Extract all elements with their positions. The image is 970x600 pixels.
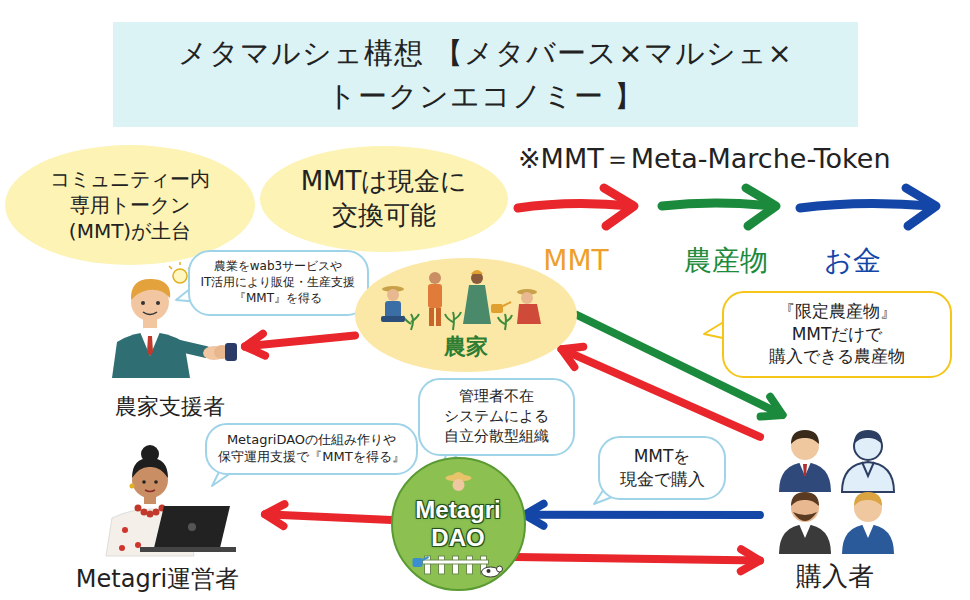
ellipse-shape [260, 146, 508, 252]
legend-item: お金 [772, 243, 932, 279]
note-label: ※MMT＝Meta-Marche-Token [518, 141, 891, 176]
bubble-text: 農業をwab3サービスや IT活用により販促・生産支援 『MMT』を得る [200, 259, 357, 307]
bubble-text: MetagriDAOの仕組み作りや 保守運用支援で『MMTを得る』 [217, 432, 406, 466]
note-ellipse: MMTは現金に 交換可能 [260, 146, 508, 252]
dao-circle: Metagri DAO [392, 458, 525, 590]
speech-bubble: 管理者不在 システムによる 自立分散型組織 [418, 378, 575, 456]
flow-arrow [515, 549, 760, 571]
legend-label: お金 [824, 243, 881, 279]
shape-text: MMTは現金に 交換可能 [300, 165, 469, 233]
speech-bubble: MetagriDAOの仕組み作りや 保守運用支援で『MMTを得る』 [205, 423, 418, 475]
speech-bubble: MMTを 現金で購入 [598, 436, 726, 500]
speech-bubble: 農業をwab3サービスや IT活用により販促・生産支援 『MMT』を得る [188, 250, 369, 316]
legend-label: MMT [543, 243, 608, 279]
title-band: メタマルシェ構想 【メタバース×マルシェ×トークンエコノミー 】 [113, 22, 858, 127]
farmer-ellipse: 農家 [355, 258, 577, 372]
figure-label: 農家支援者 [115, 393, 225, 422]
ellipse-fill [5, 145, 255, 265]
shape-text: Metagri DAO [414, 496, 502, 551]
arrow-head [265, 504, 285, 526]
arrow-shaft [525, 511, 761, 519]
legend-label: 農産物 [684, 243, 768, 279]
speech-bubble: 『限定農産物』 MMTだけで 購入できる農産物 [722, 291, 952, 378]
ellipse-fill [260, 146, 508, 252]
bubble-text: MMTを 現金で購入 [619, 445, 706, 491]
ellipse-fill [392, 458, 525, 590]
ellipse-fill [355, 258, 577, 372]
legend-arrows [518, 188, 936, 226]
shape-text: 農家 [444, 333, 488, 362]
shape-text: コミュニティー内 専用トークン (MMT)が土台 [49, 166, 211, 244]
arrow-head [245, 334, 265, 356]
flow-arrow [265, 504, 392, 526]
person-node: 農家支援者 [95, 268, 245, 425]
figure-label: 購入者 [796, 560, 874, 594]
flow-arrow [245, 334, 355, 356]
title-text: メタマルシェ構想 【メタバース×マルシェ×トークンエコノミー 】 [123, 32, 848, 116]
note-ellipse: コミュニティー内 専用トークン (MMT)が土台 [5, 145, 255, 265]
flow-arrow [525, 504, 761, 526]
legend-item: 農産物 [646, 243, 806, 279]
arrow-head [525, 504, 544, 526]
bubble-text: 管理者不在 システムによる 自立分散型組織 [443, 387, 550, 447]
arrow-head [741, 549, 760, 571]
note-holder: ※MMT＝Meta-Marche-Token [518, 141, 891, 176]
bubble-text: 『限定農産物』 MMTだけで 購入できる農産物 [768, 300, 906, 369]
arrow-head [761, 397, 783, 417]
person-node: Metagri運営者 [50, 440, 265, 598]
arrow-head [562, 347, 584, 367]
arrow-shaft [265, 514, 392, 520]
figure-label: Metagri運営者 [76, 564, 239, 595]
person-node: 購入者 [760, 415, 910, 597]
buyer-figures [779, 430, 894, 554]
arrow-shaft [515, 557, 760, 561]
